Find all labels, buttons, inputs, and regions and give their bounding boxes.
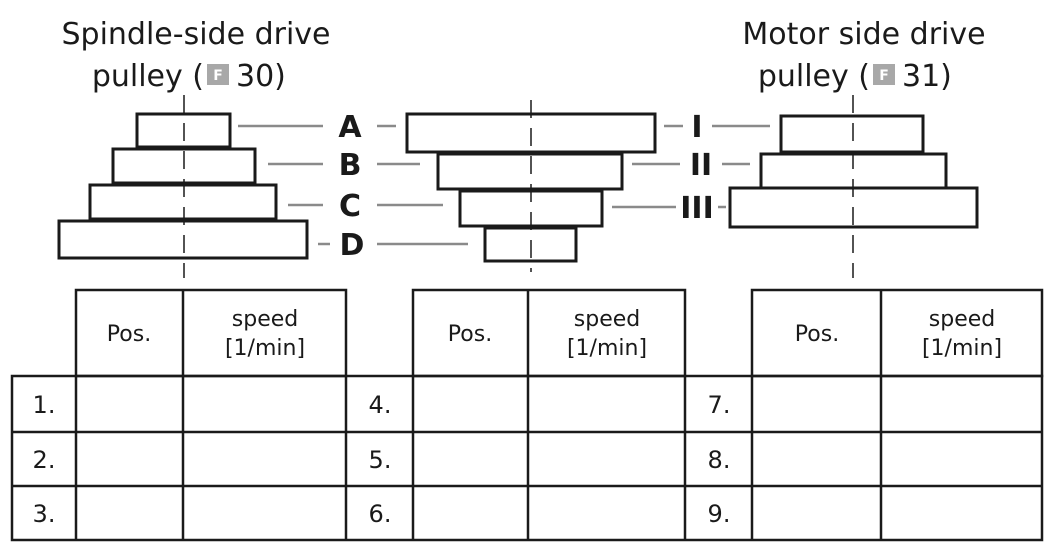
motor-step-i — [779, 114, 925, 154]
step-label-d: D — [340, 228, 365, 263]
table-header-pos: Pos. — [448, 322, 492, 347]
motor-step-iii — [728, 186, 979, 229]
row-number: 7. — [708, 391, 731, 419]
spindle-stepped-pulley — [57, 112, 309, 260]
spindle-title-line2: pulley ( F 30) — [92, 59, 286, 94]
spindle-step-d — [57, 219, 309, 260]
row-number: 8. — [708, 446, 731, 474]
intermediate-step-2 — [436, 152, 624, 191]
step-label-b: B — [339, 148, 362, 183]
table-header-speed-unit: [1/min] — [567, 336, 647, 361]
motor-title-prefix: pulley ( — [758, 59, 870, 94]
row-number: 1. — [33, 391, 56, 419]
table-header-speed: speed — [232, 307, 298, 332]
intermediate-step-4 — [483, 226, 578, 263]
step-label-iii: III — [680, 191, 714, 226]
step-label-a: A — [338, 110, 362, 145]
step-label-ii: II — [690, 148, 712, 183]
spindle-title-line1: Spindle-side drive — [61, 17, 330, 52]
intermediate-step-1 — [405, 112, 657, 154]
table-header-pos: Pos. — [795, 322, 839, 347]
row-number: 9. — [708, 500, 731, 528]
spindle-step-b — [111, 147, 257, 185]
motor-ref-number: 31) — [902, 59, 952, 94]
speed-table — [10, 288, 1044, 542]
row-number: 5. — [369, 446, 392, 474]
spindle-step-c — [88, 183, 278, 221]
step-label-i: I — [691, 110, 702, 145]
row-number: 4. — [369, 391, 392, 419]
table-header-pos: Pos. — [107, 322, 151, 347]
figure-ref-icon — [873, 64, 895, 85]
table-header-speed: speed — [574, 307, 640, 332]
row-number: 3. — [33, 500, 56, 528]
intermediate-step-3 — [458, 189, 604, 228]
spindle-step-a — [135, 112, 232, 149]
row-number: 2. — [33, 446, 56, 474]
leader-lines — [238, 124, 770, 246]
spindle-ref-number: 30) — [236, 59, 286, 94]
table-header-speed-unit: [1/min] — [922, 336, 1002, 361]
figure-ref-icon-letter: F — [213, 68, 223, 84]
step-label-c: C — [339, 189, 361, 224]
table-header-speed: speed — [929, 307, 995, 332]
intermediate-stepped-pulley — [405, 112, 657, 263]
motor-stepped-pulley — [728, 114, 979, 229]
table-header-speed-unit: [1/min] — [225, 336, 305, 361]
spindle-title-prefix: pulley ( — [92, 59, 204, 94]
row-number: 6. — [369, 500, 392, 528]
motor-title-line1: Motor side drive — [742, 17, 985, 52]
figure-ref-icon-letter: F — [879, 68, 889, 84]
motor-title-line2: pulley ( F 31) — [758, 59, 952, 94]
figure-ref-icon — [207, 64, 229, 85]
